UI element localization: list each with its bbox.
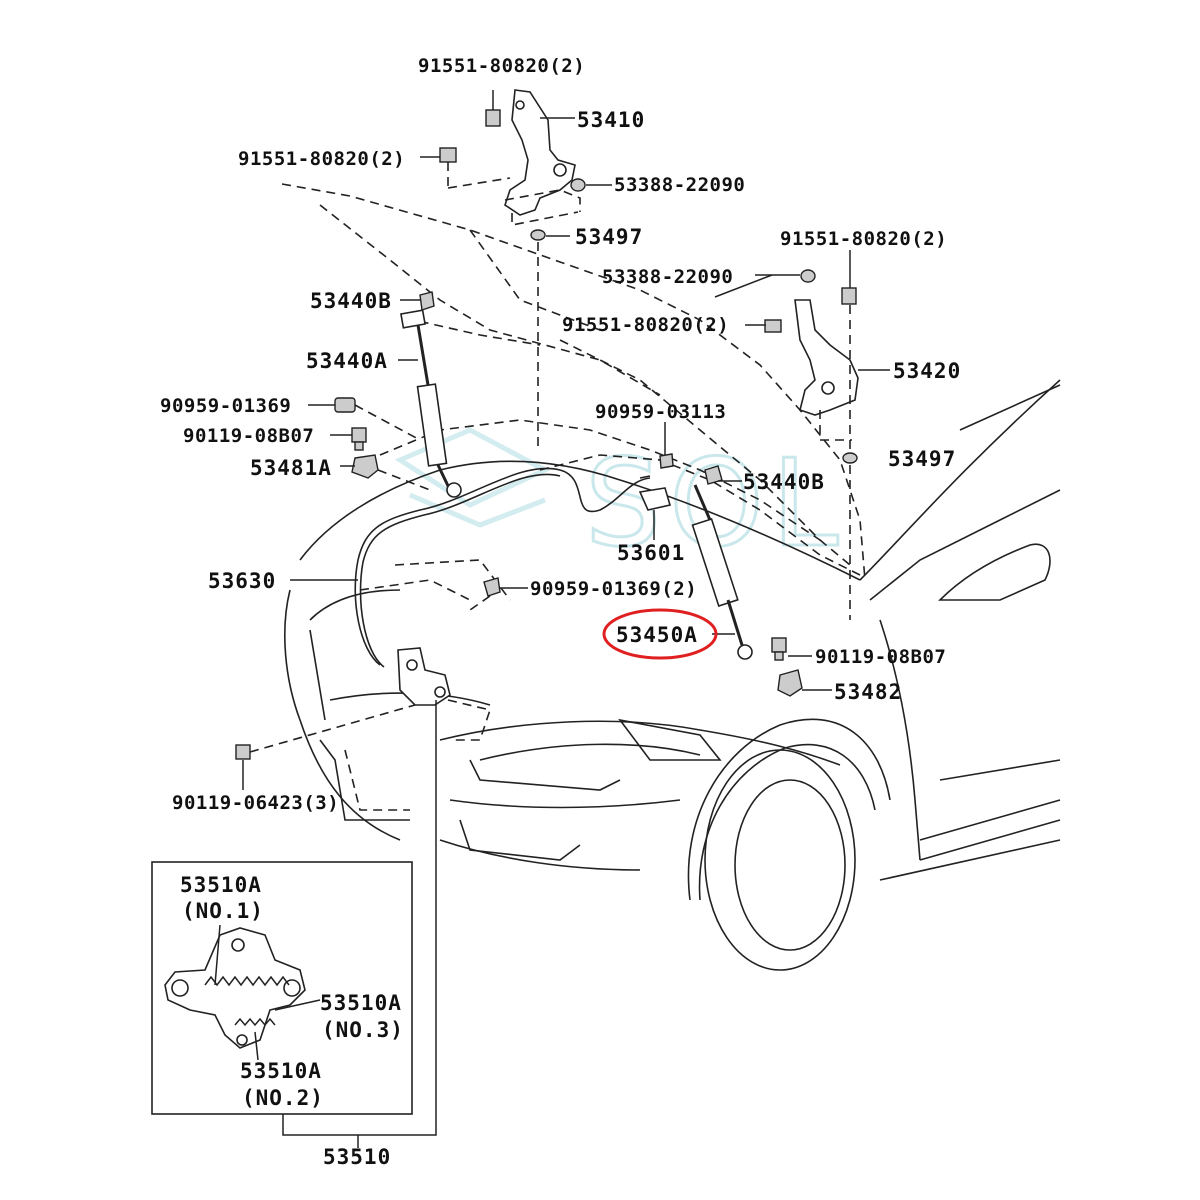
label-53510: 53510 xyxy=(323,1145,391,1169)
label-inset-no1: (NO.1) xyxy=(182,899,264,923)
label-90119-08B07-left: 90119-08B07 xyxy=(183,425,314,447)
label-inset-no2-part: 53510A xyxy=(240,1059,322,1083)
label-91551-mid: 91551-80820(2) xyxy=(562,314,729,336)
label-53388-right: 53388-22090 xyxy=(602,266,733,288)
car-body xyxy=(284,379,1061,971)
label-91551-right: 91551-80820(2) xyxy=(780,228,947,250)
label-inset-no2: (NO.2) xyxy=(242,1086,324,1110)
clip-90959-03113 xyxy=(659,453,674,469)
clip-90959-01369-2 xyxy=(469,577,501,611)
clip-90959-01369 xyxy=(334,397,421,441)
hood-strut-53440A-left xyxy=(400,291,462,498)
highlight-ring xyxy=(602,608,718,660)
callout-labels: 91551-80820(2) 53410 91551-80820(2) 5338… xyxy=(160,55,961,1169)
label-53630: 53630 xyxy=(208,569,276,593)
bracket-53482 xyxy=(777,669,803,697)
hood-outline xyxy=(281,183,866,581)
hood-hinge-53410 xyxy=(447,89,581,226)
label-53601: 53601 xyxy=(617,541,685,565)
bracket-53481A xyxy=(351,454,431,491)
label-53440B-left: 53440B xyxy=(310,289,392,313)
label-53450A: 53450A xyxy=(616,623,698,647)
washer-53497-top xyxy=(530,229,546,450)
label-53481A: 53481A xyxy=(250,456,332,480)
label-90119-06423: 90119-06423(3) xyxy=(172,792,339,814)
hood-strut-53450A-right xyxy=(691,465,753,660)
label-53388-top: 53388-22090 xyxy=(614,174,745,196)
label-90959-01369: 90959-01369 xyxy=(160,395,291,417)
label-53410: 53410 xyxy=(577,108,645,132)
hood-lock-53510 xyxy=(397,647,492,741)
label-53482: 53482 xyxy=(834,680,902,704)
hood-hinge-53420 xyxy=(764,269,859,620)
label-53497-top: 53497 xyxy=(575,225,643,249)
label-91551-left: 91551-80820(2) xyxy=(238,148,405,170)
label-inset-no3: (NO.3) xyxy=(322,1018,404,1042)
label-90959-01369-2: 90959-01369(2) xyxy=(530,578,697,600)
bolt-91551-left xyxy=(439,147,457,188)
inset-hood-lock-detail xyxy=(151,861,413,1115)
bolt-90119-08B07-left xyxy=(351,427,367,451)
bolt-91551-top xyxy=(485,90,501,127)
cable-guide-53601 xyxy=(638,487,672,540)
label-inset-no3-part: 53510A xyxy=(320,991,402,1015)
label-91551-top: 91551-80820(2) xyxy=(418,55,585,77)
bracket-line-53510 xyxy=(282,700,437,1148)
label-90959-03113: 90959-03113 xyxy=(595,401,726,423)
label-53420: 53420 xyxy=(893,359,961,383)
bolt-90119-06423 xyxy=(235,704,416,760)
bumper-53388-top xyxy=(570,178,586,192)
label-53440B-right: 53440B xyxy=(743,470,825,494)
release-cable-53630 xyxy=(354,467,651,668)
label-53440A: 53440A xyxy=(306,349,388,373)
label-inset-no1-part: 53510A xyxy=(180,873,262,897)
bolt-90119-08B07-right xyxy=(771,637,787,661)
label-90119-08B07-right: 90119-08B07 xyxy=(815,646,946,668)
label-53497-right: 53497 xyxy=(888,447,956,471)
